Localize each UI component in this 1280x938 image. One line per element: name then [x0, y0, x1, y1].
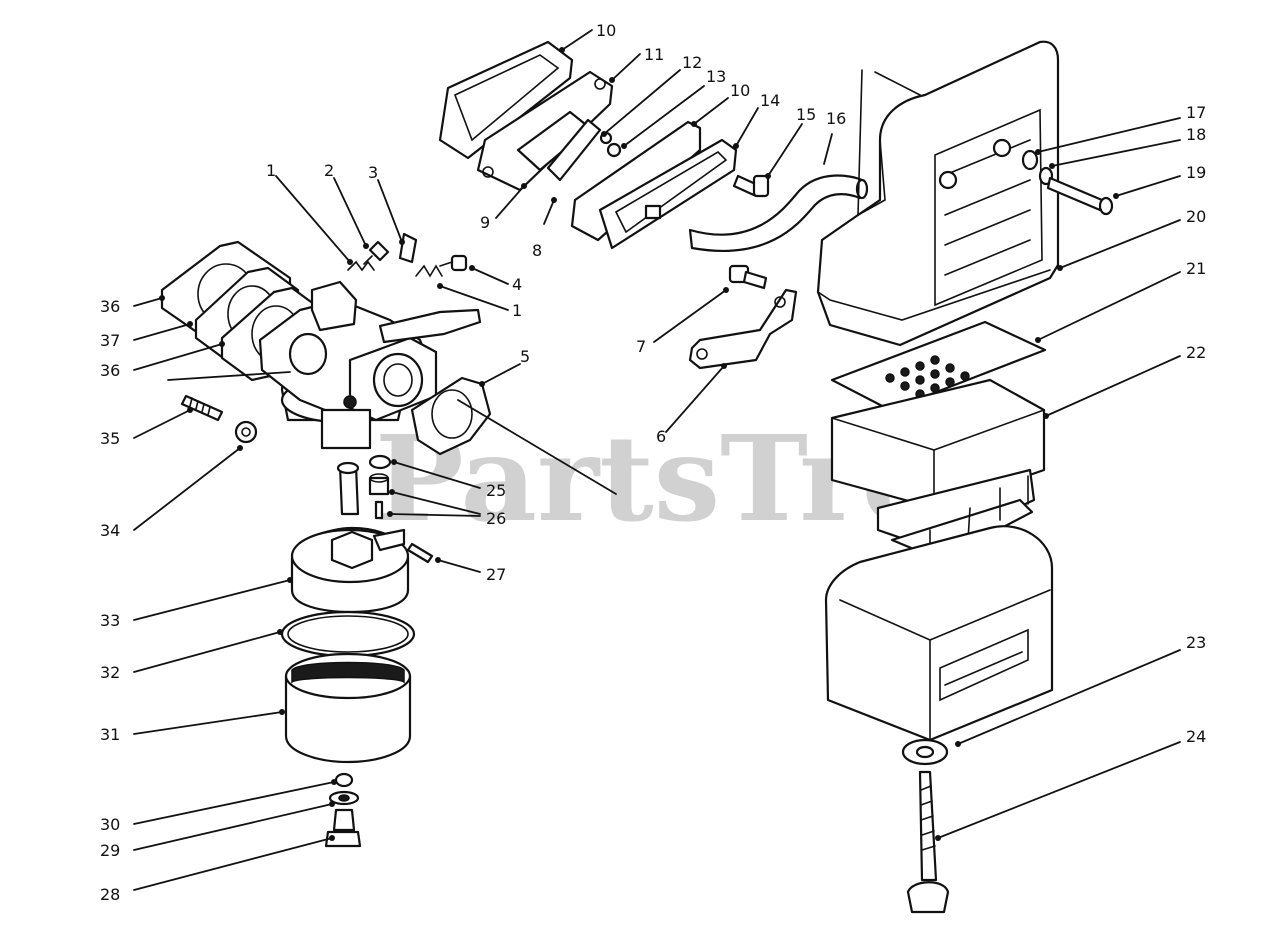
callout-10-top[interactable]: 10: [596, 21, 616, 40]
callout-16[interactable]: 16: [826, 109, 846, 128]
callout-22[interactable]: 22: [1186, 343, 1206, 362]
callout-15[interactable]: 15: [796, 105, 816, 124]
part-35-stud[interactable]: [180, 394, 224, 422]
part-6-bracket[interactable]: [688, 288, 798, 370]
carburetor-assembly: [160, 232, 492, 848]
air-cleaner-bowl[interactable]: [824, 525, 1054, 742]
callout-9[interactable]: 9: [480, 213, 490, 232]
callout-24[interactable]: 24: [1186, 727, 1206, 746]
part-27-pin[interactable]: [406, 542, 434, 564]
callout-33[interactable]: 33: [100, 611, 120, 630]
callout-30[interactable]: 30: [100, 815, 120, 834]
part-26-seat[interactable]: [368, 473, 390, 496]
part-14-bolt[interactable]: [732, 174, 770, 198]
part-19-screw[interactable]: [1046, 176, 1114, 216]
callout-36-bottom[interactable]: 36: [100, 361, 120, 380]
carburetor-body[interactable]: [258, 280, 482, 450]
part-30-screw[interactable]: [334, 772, 354, 788]
part-32-bowl-gasket[interactable]: [280, 610, 416, 658]
part-31-float-bowl[interactable]: [284, 652, 412, 764]
callout-11[interactable]: 11: [644, 45, 664, 64]
callout-6[interactable]: 6: [656, 427, 666, 446]
callout-34[interactable]: 34: [100, 521, 120, 540]
callout-27[interactable]: 27: [486, 565, 506, 584]
callout-31[interactable]: 31: [100, 725, 120, 744]
callout-19[interactable]: 19: [1186, 163, 1206, 182]
part-34-nut[interactable]: [234, 420, 258, 444]
callout-7[interactable]: 7: [636, 337, 646, 356]
valve-cover-assembly: [438, 40, 869, 253]
part-28-bowl-nut[interactable]: [324, 808, 362, 848]
part-1-spring-a[interactable]: [347, 260, 375, 272]
callout-32[interactable]: 32: [100, 663, 120, 682]
part-17-washer[interactable]: [1021, 149, 1039, 171]
part-23-washer[interactable]: [901, 738, 949, 766]
callout-labels: 10 11 12 13 10 14 15 16 17 18 19 20 21 2…: [100, 21, 1206, 904]
part-1-spring-b[interactable]: [415, 264, 443, 278]
part-25-washer[interactable]: [368, 454, 392, 470]
callout-12[interactable]: 12: [682, 53, 702, 72]
part-7-bolt[interactable]: [728, 264, 768, 290]
part-22-foam-element[interactable]: [830, 378, 1046, 510]
emulsion-tube[interactable]: [336, 461, 360, 516]
part-5-gasket[interactable]: [410, 376, 492, 456]
callout-21[interactable]: 21: [1186, 259, 1206, 278]
callout-14[interactable]: 14: [760, 91, 780, 110]
part-3-screw[interactable]: [398, 232, 418, 264]
part-4-screw[interactable]: [439, 254, 468, 272]
callout-20[interactable]: 20: [1186, 207, 1206, 226]
part-13-washer[interactable]: [606, 142, 622, 158]
callout-17[interactable]: 17: [1186, 103, 1206, 122]
callout-8[interactable]: 8: [532, 241, 542, 260]
callout-28[interactable]: 28: [100, 885, 120, 904]
part-20-air-cleaner-cover[interactable]: [816, 40, 1060, 347]
part-29-washer[interactable]: [328, 790, 360, 806]
callout-10-second[interactable]: 10: [730, 81, 750, 100]
callout-26[interactable]: 26: [486, 509, 506, 528]
callout-35[interactable]: 35: [100, 429, 120, 448]
part-8-reed[interactable]: [546, 118, 602, 182]
callout-2[interactable]: 2: [324, 161, 334, 180]
part-2-screw[interactable]: [363, 240, 390, 265]
callout-23[interactable]: 23: [1186, 633, 1206, 652]
air-cleaner-assembly: [816, 40, 1114, 914]
part-24-wing-stud[interactable]: [906, 770, 950, 914]
part-33-float[interactable]: [290, 526, 410, 614]
callout-1-top[interactable]: 1: [266, 161, 276, 180]
callout-3[interactable]: 3: [368, 163, 378, 182]
part-10-cover-bottom[interactable]: [570, 120, 738, 250]
callout-29[interactable]: 29: [100, 841, 120, 860]
part-26-needle[interactable]: [374, 500, 384, 520]
callout-1-bottom[interactable]: 1: [512, 301, 522, 320]
leader-lines: [133, 29, 1181, 891]
callout-36-top[interactable]: 36: [100, 297, 120, 316]
callout-25[interactable]: 25: [486, 481, 506, 500]
callout-13[interactable]: 13: [706, 67, 726, 86]
callout-5[interactable]: 5: [520, 347, 530, 366]
callout-37[interactable]: 37: [100, 331, 120, 350]
callout-18[interactable]: 18: [1186, 125, 1206, 144]
part-10-cover-top[interactable]: [438, 40, 574, 160]
callout-4[interactable]: 4: [512, 275, 522, 294]
